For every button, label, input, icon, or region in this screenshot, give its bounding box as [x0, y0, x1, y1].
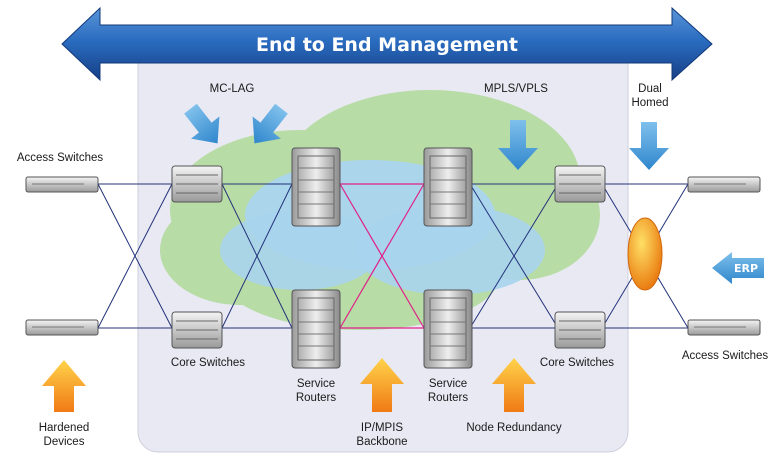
erp-label: ERP	[734, 262, 758, 275]
backbone-arrow-icon	[360, 358, 404, 412]
access-switches-right-label: Access Switches	[682, 350, 769, 362]
backbone-label-line2: Backbone	[356, 436, 407, 448]
core-switches-left-label: Core Switches	[171, 357, 245, 369]
mpls-vpls-arrow-icon	[498, 120, 538, 170]
mc-lag-label: MC-LAG	[210, 83, 255, 95]
router-mesh-links	[339, 183, 425, 329]
core-switch-left-bottom	[171, 311, 223, 349]
hardened-devices-arrow-icon	[42, 360, 86, 412]
node-redundancy-arrow-icon	[492, 358, 536, 412]
service-routers-left-label-line1: Service	[297, 378, 335, 390]
service-router-right-top	[423, 147, 473, 227]
core-switches-right-label: Core Switches	[540, 357, 614, 369]
dual-homed-arrow-icon	[629, 122, 669, 170]
access-switch-right-bottom	[687, 319, 761, 336]
service-router-left-bottom	[291, 289, 341, 369]
service-routers-right-label-line2: Routers	[428, 392, 469, 404]
dual-homed-label-line2: Homed	[631, 97, 668, 109]
network-links	[97, 183, 689, 329]
core-switch-left-top	[171, 165, 223, 203]
mc-lag-arrow-1-icon	[184, 103, 220, 144]
banner-title: End to End Management	[256, 34, 518, 56]
access-switches-left-label: Access Switches	[17, 152, 104, 164]
erp-ring	[627, 217, 663, 291]
mpls-vpls-label: MPLS/VPLS	[484, 83, 548, 95]
backbone-label-line1: IP/MPIS	[361, 422, 404, 434]
hardened-devices-label-line1: Hardened	[39, 422, 90, 434]
service-router-left-top	[291, 147, 341, 227]
service-routers-left-label-line2: Routers	[296, 392, 337, 404]
access-switch-right-top	[687, 176, 761, 193]
access-switch-left-top	[25, 176, 99, 193]
core-switch-right-top	[554, 165, 606, 203]
erp-arrow-icon	[712, 252, 764, 284]
hardened-devices-label-line2: Devices	[44, 436, 85, 448]
mc-lag-arrow-2-icon	[252, 103, 288, 144]
dual-homed-label-line1: Dual	[638, 83, 662, 95]
service-router-right-bottom	[423, 289, 473, 369]
service-routers-right-label-line1: Service	[429, 378, 467, 390]
end-to-end-banner: End to End Management	[61, 6, 713, 82]
core-switch-right-bottom	[554, 311, 606, 349]
node-redundancy-label: Node Redundancy	[466, 422, 562, 434]
access-switch-left-bottom	[25, 319, 99, 336]
